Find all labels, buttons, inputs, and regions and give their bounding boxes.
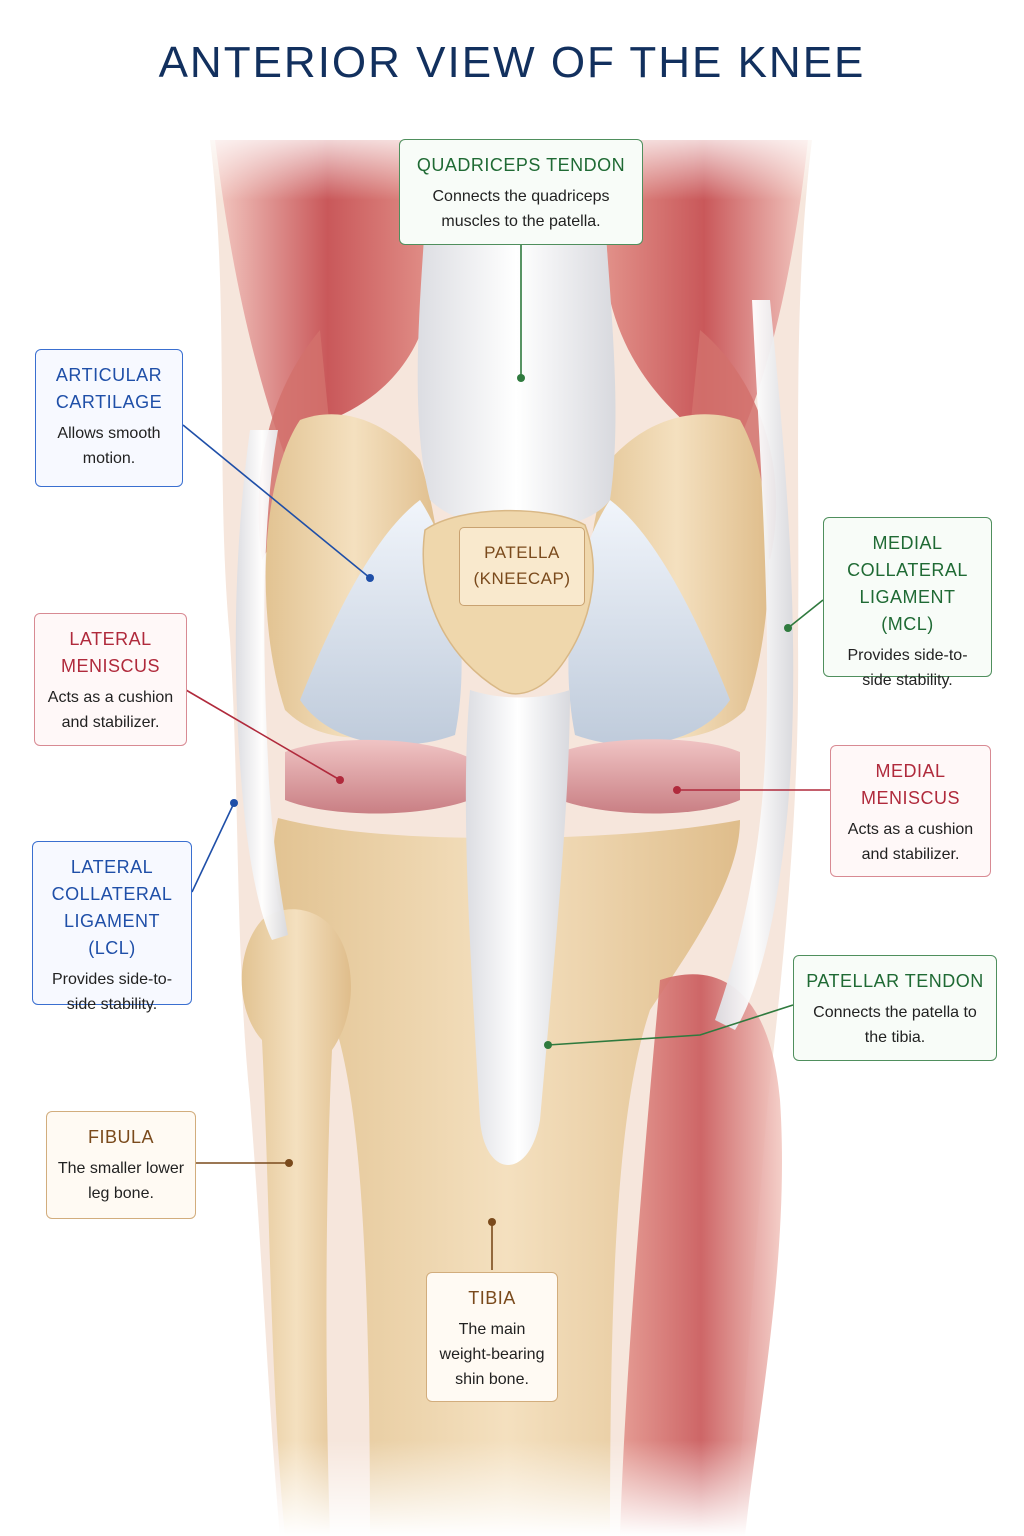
diagram-title: ANTERIOR VIEW OF THE KNEE — [158, 38, 866, 87]
medial-meniscus-desc: Acts as a cushion and stabilizer. — [847, 821, 974, 863]
quadriceps-tendon-desc: Connects the quadriceps muscles to the p… — [432, 188, 610, 230]
fibula-desc: The smaller lower leg bone. — [57, 1160, 185, 1202]
callout-articular-cartilage: ARTICULAR CARTILAGE Allows smooth motion… — [35, 349, 183, 487]
mcl-desc: Provides side-to-side stability. — [847, 647, 968, 689]
dot-lcl — [230, 799, 238, 807]
medial-meniscus-title: MEDIAL MENISCUS — [860, 761, 960, 808]
callout-mcl: MEDIAL COLLATERAL LIGAMENT (MCL) Provide… — [823, 517, 992, 689]
dot-lateral-meniscus — [336, 776, 344, 784]
articular-cartilage-desc: Allows smooth motion. — [57, 425, 161, 467]
lateral-meniscus-title: LATERAL MENISCUS — [60, 629, 160, 676]
lcl-title: LATERAL COLLATERAL LIGAMENT (LCL) — [51, 857, 173, 958]
medial-meniscus-shape — [560, 739, 740, 814]
cartilage-medial — [568, 500, 730, 745]
patellar-tendon-desc: Connects the patella to the tibia. — [813, 1004, 977, 1046]
callout-tibia: TIBIA The main weight-bearing shin bone. — [426, 1272, 558, 1402]
articular-cartilage-title: ARTICULAR CARTILAGE — [55, 365, 163, 412]
patellar-tendon-title: PATELLAR TENDON — [806, 971, 984, 991]
bottom-fade — [0, 1440, 1024, 1536]
dot-tibia — [488, 1218, 496, 1226]
callout-fibula: FIBULA The smaller lower leg bone. — [46, 1111, 196, 1219]
callout-patellar-tendon: PATELLAR TENDON Connects the patella to … — [793, 955, 997, 1061]
dot-patellar-tendon — [544, 1041, 552, 1049]
callout-quadriceps-tendon: QUADRICEPS TENDON Connects the quadricep… — [399, 139, 643, 245]
callout-lateral-meniscus: LATERAL MENISCUS Acts as a cushion and s… — [34, 613, 187, 746]
mcl-title: MEDIAL COLLATERAL LIGAMENT (MCL) — [847, 533, 968, 634]
patellar-tendon-shape — [465, 690, 570, 1165]
medial-thigh-muscle — [600, 140, 808, 460]
patella-label: PATELLA (KNEECAP) — [459, 527, 585, 606]
dot-fibula — [285, 1159, 293, 1167]
leader-mcl — [787, 599, 824, 629]
fibula-bone — [241, 909, 351, 1536]
cartilage-lateral — [300, 500, 462, 745]
dot-medial-meniscus — [673, 786, 681, 794]
lcl-ligament — [235, 430, 288, 940]
patella-label-line2: (KNEECAP) — [473, 569, 571, 588]
lateral-meniscus-shape — [285, 739, 470, 814]
tibia-title: TIBIA — [468, 1288, 516, 1308]
callout-medial-meniscus: MEDIAL MENISCUS Acts as a cushion and st… — [830, 745, 991, 877]
leader-lcl — [191, 802, 235, 893]
lcl-desc: Provides side-to-side stability. — [51, 971, 173, 1013]
tibia-desc: The main weight-bearing shin bone. — [439, 1321, 545, 1388]
calf-muscle — [620, 974, 782, 1536]
lateral-thigh-muscle — [215, 140, 440, 470]
mcl-ligament — [715, 300, 794, 1030]
dot-mcl — [784, 624, 792, 632]
leader-articular-cartilage — [182, 424, 371, 579]
callout-lcl: LATERAL COLLATERAL LIGAMENT (LCL) Provid… — [32, 841, 192, 1013]
dot-quadriceps — [517, 374, 525, 382]
leader-lateral-meniscus — [185, 689, 341, 781]
fibula-title: FIBULA — [87, 1127, 155, 1147]
dot-articular-cartilage — [366, 574, 374, 582]
lateral-meniscus-desc: Acts as a cushion and stabilizer. — [47, 689, 174, 731]
leader-patellar-tendon — [547, 1004, 794, 1046]
patella-label-line1: PATELLA — [484, 543, 560, 562]
tibia-bone — [273, 818, 740, 1536]
quadriceps-tendon-title: QUADRICEPS TENDON — [416, 155, 626, 175]
